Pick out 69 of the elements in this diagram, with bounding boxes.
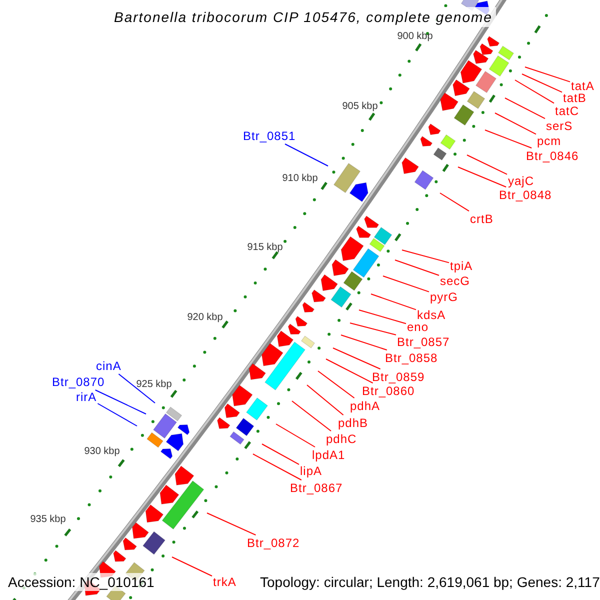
leader-line [402, 250, 450, 264]
leader-line [97, 403, 138, 426]
gene-label: kdsA [417, 308, 446, 322]
leader-line [394, 260, 440, 276]
gene-label: rirA [76, 390, 97, 404]
leader-line [494, 112, 536, 135]
accession-text: Accession: NC_010161 [6, 573, 156, 591]
gene-label: tatC [555, 104, 580, 118]
gene-label: crtB [470, 212, 494, 226]
gene-label: pyrG [430, 290, 458, 304]
leader-line [340, 334, 388, 350]
leader-line [292, 400, 332, 432]
leader-line [262, 444, 300, 465]
leader-line [306, 384, 344, 416]
leader-line [358, 310, 406, 324]
leader-line [318, 370, 355, 398]
leader-line [524, 66, 570, 82]
tick-label: 935 kbp [30, 514, 66, 526]
gene-label: pdhB [338, 416, 368, 430]
leader-line [504, 98, 546, 120]
gene-label: secG [440, 274, 470, 288]
gene-label: pcm [537, 134, 562, 148]
leader-line [118, 374, 156, 404]
leader-line [252, 454, 302, 480]
gene-label: Btr_0858 [385, 351, 438, 365]
gene-label: eno [407, 320, 429, 334]
gene-label: Btr_0851 [243, 129, 296, 143]
leader-line [382, 276, 430, 292]
leader-line [276, 424, 316, 448]
leader-line [440, 192, 470, 212]
gene-label: Btr_0870 [52, 375, 105, 389]
gene-label: trkA [213, 575, 236, 589]
leader-line [484, 130, 532, 148]
gene-label: yajC [508, 174, 534, 188]
gene-label: Btr_0872 [247, 536, 300, 550]
leader-line [458, 166, 507, 188]
gene-label: Btr_0860 [362, 384, 415, 398]
gene-label: Btr_0857 [397, 335, 450, 349]
gene-label: pdhC [326, 432, 357, 446]
tick-label: 920 kbp [187, 312, 223, 324]
tick-label: 900 kbp [397, 31, 433, 43]
gene-label: Btr_0846 [526, 149, 579, 163]
gene-label: serS [546, 119, 573, 133]
leader-line [522, 74, 562, 93]
tick-label: 905 kbp [342, 101, 378, 113]
gene-label: pdhA [350, 399, 380, 413]
tick-label: 930 kbp [84, 446, 120, 458]
gene-label: lipA [300, 464, 322, 478]
tick-label: 910 kbp [282, 173, 318, 185]
leader-line [94, 390, 146, 414]
leader-line [514, 80, 554, 104]
gene-label: lpdA1 [312, 448, 346, 462]
leader-line [284, 144, 328, 166]
tick-label: 925 kbp [136, 379, 172, 391]
tick-label: 915 kbp [247, 242, 283, 254]
leader-line [350, 322, 396, 336]
leader-line [326, 358, 374, 384]
leader-line [466, 154, 508, 175]
leader-line [206, 512, 256, 536]
gene-label: tpiA [450, 259, 473, 273]
gene-label: Btr_0867 [290, 481, 343, 495]
gene-label: Btr_0859 [372, 370, 425, 384]
leader-line [172, 556, 212, 576]
gene-label: Btr_0848 [499, 188, 552, 202]
leader-line [370, 294, 416, 310]
gene-label: tatA [571, 79, 594, 93]
gene-label: tatB [563, 91, 586, 105]
gene-label: cinA [96, 359, 122, 373]
leader-line [332, 348, 381, 370]
